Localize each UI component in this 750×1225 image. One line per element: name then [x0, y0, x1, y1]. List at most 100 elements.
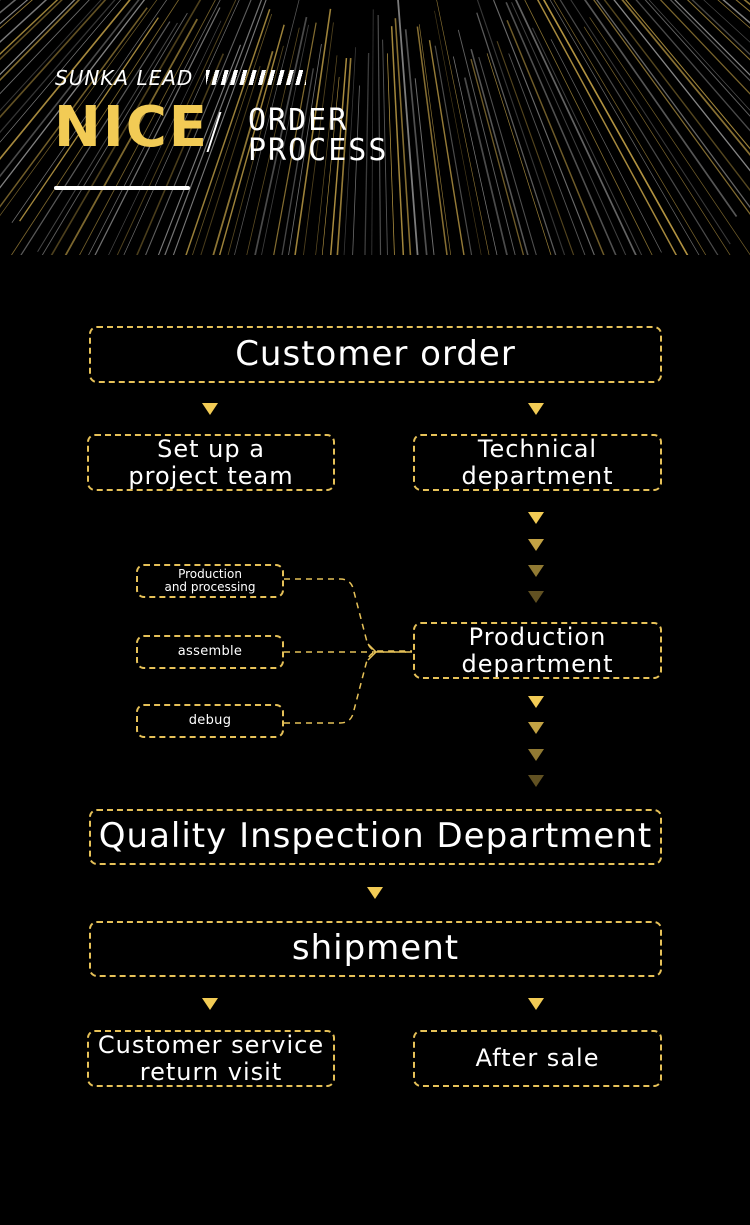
ray-line [397, 0, 419, 255]
arrow-down-icon [528, 749, 544, 761]
arrow-down-icon [528, 998, 544, 1010]
ray-line [635, 0, 750, 132]
ray-line [589, 17, 750, 255]
ray-line [352, 85, 360, 255]
ray-line [476, 12, 557, 255]
ray-line [583, 26, 731, 255]
ray-line [553, 0, 707, 255]
brand-name: SUNKA LEAD [55, 66, 194, 90]
ray-line [145, 0, 252, 255]
ray-line [470, 58, 525, 255]
ray-line [486, 53, 552, 255]
ray-line [88, 0, 221, 255]
ray-line [41, 12, 188, 255]
ray-line [583, 0, 738, 217]
ray-line [321, 76, 340, 255]
ray-line [549, 0, 700, 255]
ray-line [116, 0, 237, 255]
arrow-down-icon [528, 775, 544, 787]
arrow-down-icon [528, 539, 544, 551]
ray-line [550, 39, 662, 253]
ray-line [434, 45, 473, 255]
arrow-down-icon [528, 512, 544, 524]
ray-line [11, 0, 180, 255]
header-banner: SUNKA LEAD NICE ORDER PROCESS [0, 0, 750, 255]
substep-production-line-2: and processing [164, 580, 256, 594]
step-project-team-line-1: Set up a [157, 435, 265, 464]
ray-line [20, 21, 171, 255]
ray-line [234, 0, 300, 255]
ray-line [0, 7, 148, 208]
step-quality-label: Quality Inspection Department [98, 816, 653, 857]
ray-line [0, 0, 122, 143]
ray-line [542, 0, 689, 255]
ray-line [593, 0, 750, 216]
step-shipment: shipment [89, 921, 662, 977]
ray-line [524, 0, 653, 255]
ray-line [108, 20, 222, 255]
ray-line [288, 43, 322, 255]
ray-line [613, 0, 750, 172]
ray-line [79, 0, 216, 255]
step-technical-department: Technical department [413, 434, 662, 491]
step-quality-inspection: Quality Inspection Department [89, 809, 662, 865]
connector-arrowhead [367, 643, 378, 661]
ray-line [200, 65, 261, 255]
ray-line [414, 78, 435, 255]
ray-line [382, 39, 388, 255]
ray-line [603, 0, 750, 192]
substep-assemble-label: assemble [177, 643, 243, 659]
arrow-down-icon [202, 998, 218, 1010]
ray-line [64, 18, 198, 255]
substep-assemble: assemble [136, 635, 284, 669]
arrow-down-icon [528, 696, 544, 708]
ray-line [227, 45, 284, 255]
arrow-down-icon [367, 887, 383, 899]
ray-line [508, 53, 586, 255]
substep-production-processing: Production and processing [136, 564, 284, 598]
ray-line [218, 24, 285, 255]
ray-line [386, 53, 395, 255]
ray-line [648, 0, 750, 111]
ray-line [0, 0, 131, 161]
ray-line [343, 47, 357, 255]
ray-line [0, 0, 59, 55]
ray-line [294, 8, 332, 255]
ray-line [0, 0, 158, 217]
ray-line [476, 0, 566, 255]
ray-line [0, 0, 116, 134]
ray-line [418, 24, 452, 255]
ray-line [364, 52, 370, 255]
ray-line [532, 27, 643, 255]
stripe-decoration [206, 70, 306, 85]
ray-line [691, 0, 750, 56]
ray-line [50, 0, 202, 255]
ray-line [428, 40, 465, 255]
ray-line [0, 0, 81, 82]
title-secondary: ORDER PROCESS [248, 106, 448, 166]
ray-line [686, 0, 750, 61]
step-after-sale-label: After sale [475, 1044, 600, 1073]
title-line-1: ORDER [248, 103, 349, 138]
title-main: NICE [54, 95, 210, 160]
ray-line [453, 56, 498, 255]
step-customer-service-line-1: Customer service [97, 1031, 325, 1060]
step-after-sale: After sale [413, 1030, 662, 1087]
ray-line [37, 22, 178, 253]
ray-line [515, 0, 637, 255]
ray-line [434, 10, 482, 255]
step-technical-line-2: department [461, 461, 614, 490]
ray-line [0, 0, 102, 112]
ray-line [511, 2, 627, 255]
ray-line [11, 0, 168, 223]
connector-production-processing [284, 578, 412, 652]
ray-line [659, 0, 750, 95]
ray-line [212, 51, 274, 255]
ray-line [157, 44, 242, 255]
ray-line [470, 48, 529, 255]
ray-line [185, 9, 271, 255]
ray-line [463, 77, 508, 255]
ray-line [404, 29, 428, 255]
ray-line [0, 0, 140, 178]
ray-line [674, 0, 750, 76]
